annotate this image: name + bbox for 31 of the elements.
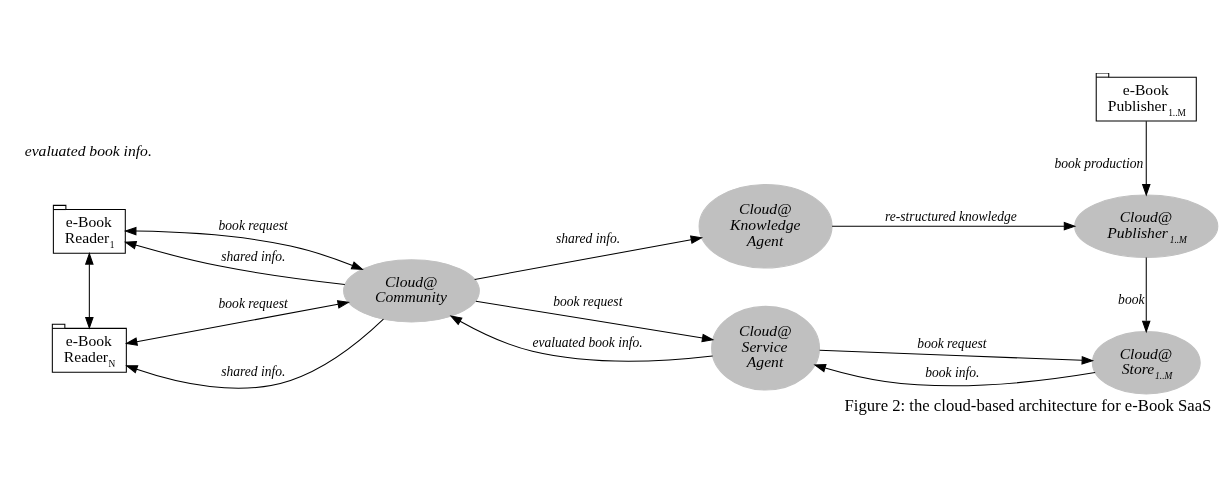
caption: Figure 2: the cloud-based architecture for e-Book SaaS	[844, 396, 1212, 416]
node-ellipse: Cloud@ Knowledge Agent	[698, 183, 833, 269]
arrow	[813, 363, 1096, 387]
arrow	[84, 252, 94, 330]
edge-label: book production	[1054, 155, 1144, 171]
edge-label: shared info.	[555, 231, 621, 247]
edge-label: book	[1118, 292, 1145, 308]
arrow	[1141, 257, 1151, 334]
edge-label: evaluated book info.	[532, 334, 643, 350]
node-ellipse: Cloud@ Service Agent	[711, 305, 820, 391]
edge-label: book request	[553, 293, 623, 309]
edge-label: book request	[218, 295, 288, 311]
edge-label: book request	[917, 335, 987, 351]
node-ellipse: Cloud@ Store$_{1..M}$	[1091, 331, 1201, 395]
edge-label: shared info.	[221, 363, 286, 379]
edge-label: re-structured knowledge	[885, 209, 1017, 225]
edge-label: book info.	[925, 364, 980, 380]
label: evaluated book info.	[24, 141, 152, 159]
edge-label: shared info.	[221, 249, 286, 265]
node-ellipse: Cloud@ Publisher$_{1..M}$	[1074, 194, 1219, 258]
arrow	[124, 300, 350, 346]
edge-label: book request	[218, 217, 288, 233]
arrow	[474, 235, 704, 280]
arrow	[123, 241, 346, 285]
arrow	[125, 318, 384, 389]
arrow	[819, 349, 1095, 365]
arrow	[449, 315, 714, 362]
arrow	[475, 300, 715, 343]
arrow	[831, 221, 1077, 231]
arrow	[123, 226, 364, 270]
arrow	[1141, 120, 1151, 197]
